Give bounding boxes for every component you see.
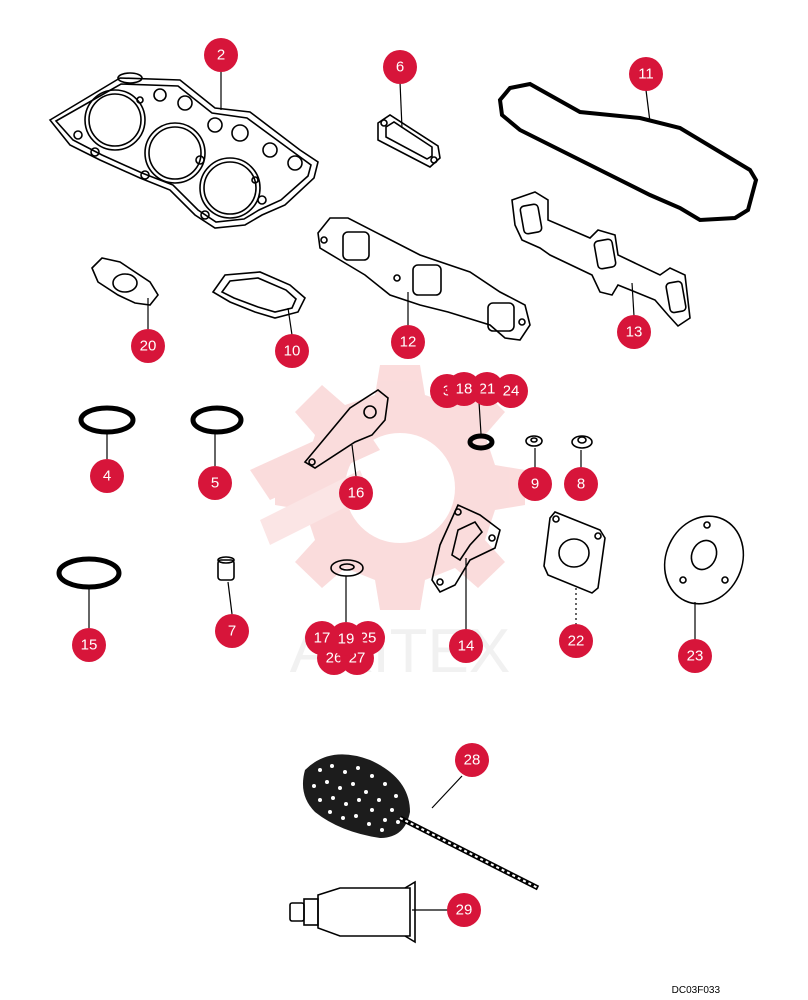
callout-6[interactable]: 6 [383,50,417,84]
callout-14[interactable]: 14 [449,629,483,663]
callout-20[interactable]: 20 [131,329,165,363]
svg-text:25: 25 [360,630,377,647]
svg-text:13: 13 [626,324,643,341]
o-ring-18 [467,433,495,451]
washer-19 [330,559,364,577]
callout-16[interactable]: 16 [339,476,373,510]
svg-text:2: 2 [217,47,225,64]
gasket-14 [431,503,501,594]
svg-text:16: 16 [348,485,365,502]
gasket-16 [303,389,389,469]
svg-text:20: 20 [140,338,157,355]
callout-29[interactable]: 29 [447,893,481,927]
cylinder-head-gasket [48,72,319,229]
watermark-logo: AKITEX [250,365,525,686]
svg-text:5: 5 [211,475,219,492]
svg-text:29: 29 [456,902,473,919]
sealant-tube [289,880,416,944]
callout-28[interactable]: 28 [455,743,489,777]
svg-text:12: 12 [400,334,417,351]
square-gasket-22 [543,511,606,594]
callout-8[interactable]: 8 [564,467,598,501]
o-ring-5 [190,405,244,435]
svg-text:8: 8 [577,476,585,493]
callout-15[interactable]: 15 [72,628,106,662]
svg-text:7: 7 [228,623,236,640]
svg-text:4: 4 [103,468,111,485]
svg-text:17: 17 [314,630,331,647]
callout-12[interactable]: 12 [391,325,425,359]
svg-text:14: 14 [458,638,475,655]
exhaust-manifold-gasket [511,191,691,328]
callout-22[interactable]: 22 [559,624,593,658]
flange-gasket-20 [91,257,159,306]
leader-lines [88,70,696,911]
callout-11[interactable]: 11 [629,57,663,91]
svg-text:11: 11 [638,66,654,83]
svg-text:3: 3 [443,383,451,400]
svg-text:19: 19 [338,631,355,648]
callout-19[interactable]: 19 [329,622,363,656]
callout-10[interactable]: 10 [275,334,309,368]
o-ring-4 [78,405,136,435]
valve-stem-seal [217,556,235,581]
svg-text:24: 24 [503,383,520,400]
callout-18[interactable]: 18 [447,372,481,406]
valve-cover-gasket [497,81,759,223]
cylinder-hone-brush [302,754,540,891]
callout-2[interactable]: 2 [204,38,238,72]
intake-manifold-gasket [317,217,531,341]
diagram-code: DC03F033 [671,985,720,996]
svg-text:21: 21 [479,381,496,398]
svg-text:9: 9 [531,476,539,493]
svg-text:28: 28 [464,752,481,769]
callout-23[interactable]: 23 [678,639,712,673]
round-gasket-23 [663,515,745,605]
svg-text:10: 10 [284,343,301,360]
callout-13[interactable]: 13 [617,315,651,349]
callout-7[interactable]: 7 [215,614,249,648]
callout-5[interactable]: 5 [198,466,232,500]
callout-4[interactable]: 4 [90,459,124,493]
svg-text:23: 23 [687,648,704,665]
svg-text:15: 15 [81,637,98,654]
svg-text:18: 18 [456,381,473,398]
flange-gasket-10 [211,271,306,319]
small-flange-gasket-6 [377,114,441,168]
washer-9 [525,435,543,447]
svg-text:22: 22 [568,633,585,650]
svg-text:6: 6 [396,59,404,76]
o-ring-15 [56,556,122,590]
seal-8 [571,435,593,449]
callout-9[interactable]: 9 [518,467,552,501]
